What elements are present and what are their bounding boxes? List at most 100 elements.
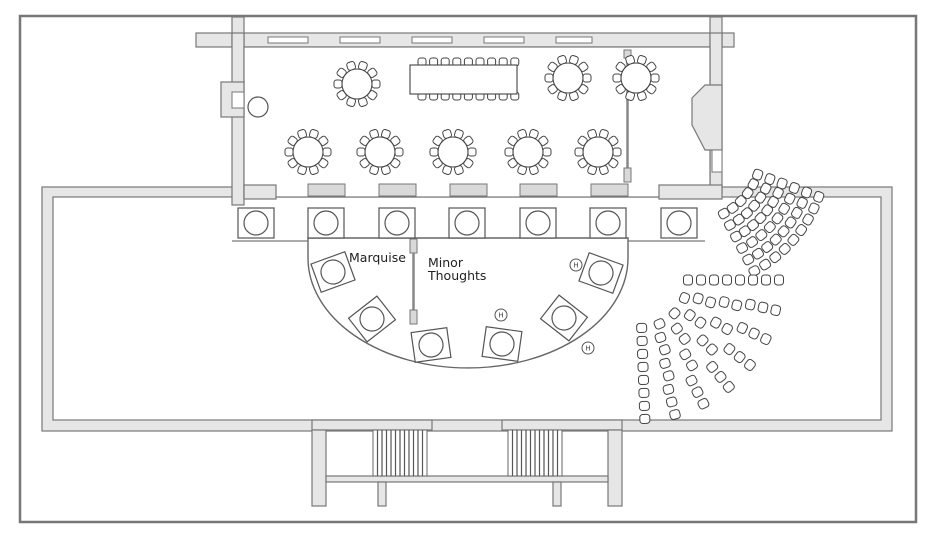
theater-seat xyxy=(813,190,825,203)
chair xyxy=(356,147,366,157)
lounge-chair xyxy=(310,250,356,294)
theater-seat xyxy=(692,292,704,305)
theater-seat xyxy=(670,322,683,335)
theater-seat xyxy=(787,233,800,246)
table-top xyxy=(341,68,373,100)
theater-seat xyxy=(760,333,772,346)
chair xyxy=(612,147,622,157)
lounge-chair xyxy=(307,207,345,239)
theater-seat xyxy=(784,192,796,205)
theater-seat xyxy=(771,212,784,225)
lounge-chairs-arc xyxy=(310,250,624,364)
lounge-chairs-row xyxy=(237,207,698,239)
round-table xyxy=(544,55,592,101)
theater-seat xyxy=(784,216,797,229)
theater-seat xyxy=(637,361,649,373)
table-top xyxy=(364,136,396,168)
round-table xyxy=(612,55,660,101)
round-table xyxy=(574,129,622,175)
round-tables xyxy=(284,55,660,175)
theater-seat xyxy=(710,316,722,329)
chair xyxy=(333,79,343,89)
banquet-table xyxy=(409,57,520,101)
chair xyxy=(612,73,622,83)
theater-seat xyxy=(730,230,742,243)
svg-text:H: H xyxy=(498,312,503,320)
table-top xyxy=(437,136,469,168)
chair xyxy=(542,147,552,157)
theater-seat xyxy=(741,187,754,200)
h-marker: H xyxy=(494,308,508,322)
theater-seat xyxy=(744,359,756,372)
banquet-table-top xyxy=(409,64,518,95)
theater-seat xyxy=(662,370,675,382)
theater-seating-lower xyxy=(636,274,784,424)
south-stairs-structure xyxy=(311,419,623,507)
theater-seat xyxy=(721,323,733,335)
svg-text:H: H xyxy=(573,262,578,270)
east-corner-block xyxy=(658,184,723,200)
h-marker: H xyxy=(581,341,595,355)
theater-seat xyxy=(691,386,704,398)
theater-seat xyxy=(795,224,808,237)
label-minor-thoughts-line2: Thoughts xyxy=(427,268,486,283)
round-table xyxy=(333,61,381,107)
theater-seat xyxy=(654,331,667,344)
theater-seat xyxy=(808,202,820,215)
theater-seat xyxy=(746,236,759,248)
theater-seat xyxy=(683,274,693,286)
svg-text:H: H xyxy=(585,345,590,353)
lounge-chair xyxy=(539,294,589,342)
west-corner-block xyxy=(243,184,277,200)
theater-seating-upper xyxy=(717,168,825,277)
theater-seat xyxy=(709,274,719,286)
lounge-chair xyxy=(660,207,698,239)
east-door-opening xyxy=(711,149,723,173)
theater-seat xyxy=(774,274,784,286)
lounge-chair xyxy=(519,207,557,239)
theater-seat xyxy=(662,383,675,395)
lounge-chair xyxy=(589,207,627,239)
chair xyxy=(322,147,332,157)
chair xyxy=(429,147,439,157)
theater-seat xyxy=(686,359,698,372)
theater-seat xyxy=(718,296,730,308)
round-table xyxy=(356,129,404,175)
theater-seat xyxy=(735,274,745,286)
theater-seat xyxy=(637,374,650,386)
theater-seat xyxy=(777,225,790,238)
theater-seat xyxy=(696,334,709,347)
lounge-chair xyxy=(481,325,523,363)
theater-seat xyxy=(717,207,730,220)
lounge-chair xyxy=(378,207,416,239)
label-marquise: Marquise xyxy=(349,250,406,265)
theater-seat xyxy=(761,241,774,253)
theater-seat xyxy=(683,309,696,322)
upper-room-west-wall xyxy=(231,32,245,206)
theater-seat xyxy=(722,274,732,286)
lounge-chair xyxy=(448,207,486,239)
theater-seat xyxy=(778,242,791,255)
theater-seat xyxy=(736,322,749,334)
table-top xyxy=(582,136,614,168)
round-table xyxy=(429,129,477,175)
theater-seat xyxy=(705,296,717,309)
theater-seat xyxy=(653,318,666,330)
lounge-chair xyxy=(347,295,397,343)
theater-seat xyxy=(685,374,698,387)
lounge-chair xyxy=(237,207,275,239)
theater-seat xyxy=(791,206,803,219)
chair xyxy=(284,147,294,157)
round-table xyxy=(504,129,552,175)
theater-seat xyxy=(757,301,769,314)
theater-seat xyxy=(742,253,755,266)
chair xyxy=(544,73,554,83)
theater-seat xyxy=(714,370,727,383)
theater-seat xyxy=(678,292,691,304)
theater-seat xyxy=(778,202,790,215)
table-top xyxy=(292,136,324,168)
theater-seat xyxy=(638,400,650,411)
table-top xyxy=(552,62,584,94)
theater-seat xyxy=(748,274,758,286)
west-door-opening xyxy=(231,91,245,109)
